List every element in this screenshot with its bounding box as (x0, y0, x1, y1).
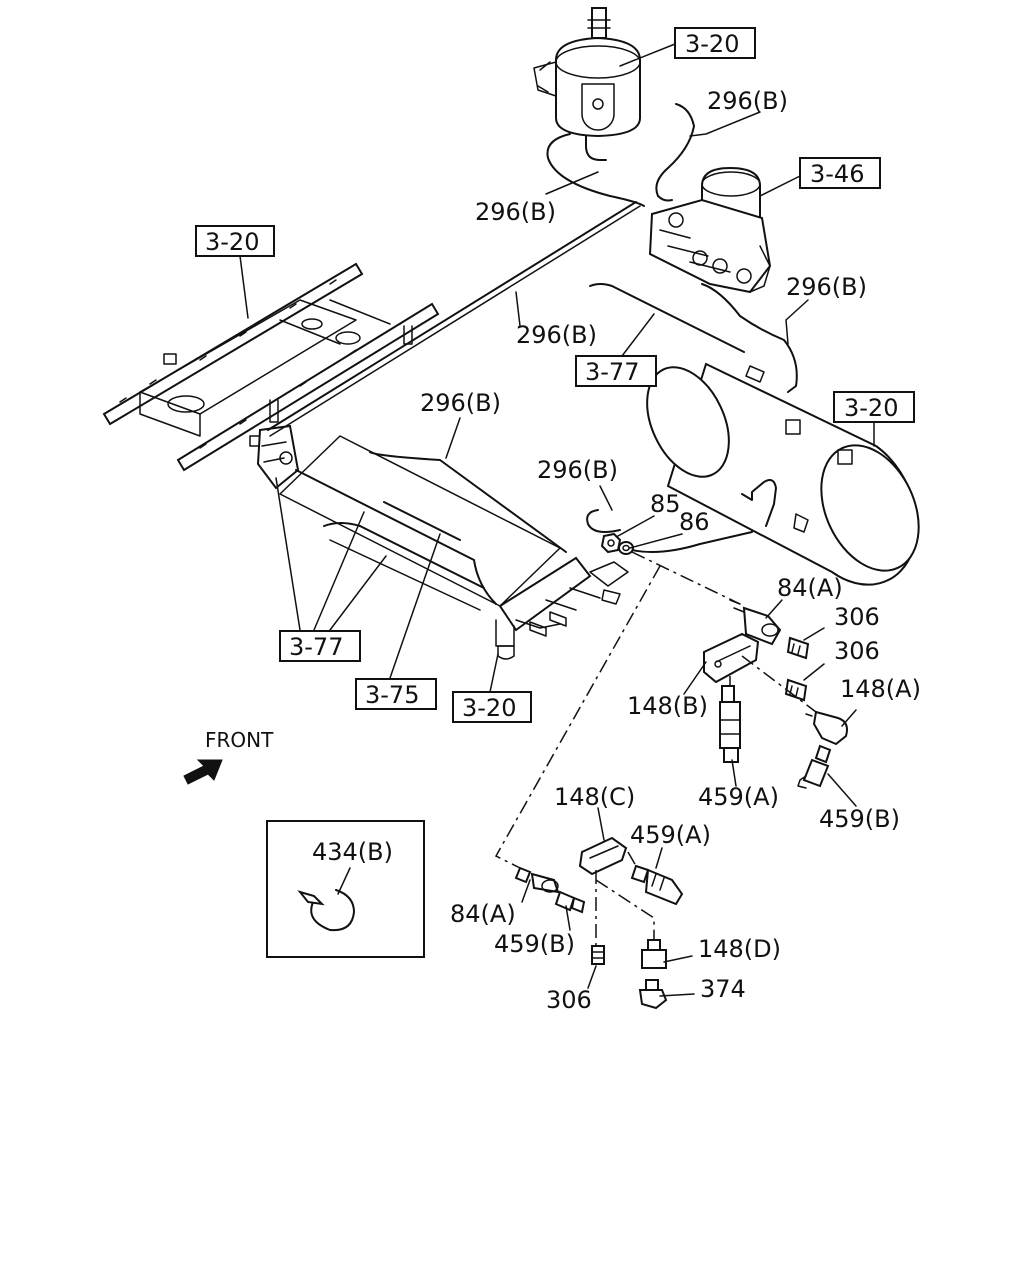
valve-assembly-component[interactable] (648, 166, 772, 294)
ref-box-3-46[interactable]: 3-46 (799, 157, 881, 189)
ref-box-3-20-bottom[interactable]: 3-20 (452, 691, 532, 723)
ref-box-3-20-tank[interactable]: 3-20 (833, 391, 915, 423)
part-label-148c: 148(C) (554, 783, 635, 811)
part-label-296b: 296(B) (786, 273, 867, 301)
valve-block-component[interactable] (256, 424, 629, 660)
part-label-374: 374 (700, 975, 746, 1003)
part-label-306: 306 (834, 637, 880, 665)
leader-lines (239, 43, 875, 997)
sensor-459a-lower[interactable] (630, 864, 684, 906)
fitting-148d[interactable] (641, 939, 667, 969)
elbow-148a[interactable] (805, 710, 848, 746)
ref-label: 3-20 (462, 694, 516, 722)
part-label-85: 85 (650, 490, 681, 518)
plug-306-bottom[interactable] (591, 945, 605, 965)
ref-box-3-20-top[interactable]: 3-20 (674, 27, 756, 59)
assembly-lines (494, 551, 817, 946)
part-label-86: 86 (679, 508, 710, 536)
plug-306-upper[interactable] (786, 636, 810, 660)
part-label-296b: 296(B) (420, 389, 501, 417)
part-label-459a: 459(A) (698, 783, 779, 811)
ref-label: 3-20 (844, 394, 898, 422)
part-label-459a: 459(A) (630, 821, 711, 849)
ref-box-3-77-left[interactable]: 3-77 (279, 630, 361, 662)
part-label-459b: 459(B) (819, 805, 900, 833)
clamp-detail-box (266, 820, 425, 958)
sensor-459b-lower[interactable] (554, 890, 586, 914)
part-label-306: 306 (546, 986, 592, 1014)
pipe-lines[interactable] (267, 103, 798, 611)
sensor-459a-upper[interactable] (719, 685, 741, 763)
ref-label: 3-77 (289, 633, 343, 661)
tee-148b[interactable] (703, 632, 760, 684)
part-label-296b: 296(B) (475, 198, 556, 226)
ref-box-3-20-frame[interactable]: 3-20 (195, 225, 275, 257)
air-tank-component[interactable] (533, 7, 641, 161)
ref-box-3-77-mid[interactable]: 3-77 (575, 355, 657, 387)
ref-box-3-75[interactable]: 3-75 (355, 678, 437, 710)
part-label-84a: 84(A) (777, 574, 843, 602)
ref-label: 3-46 (810, 160, 864, 188)
sensor-459b-upper[interactable] (797, 744, 832, 789)
connector-84a-lower[interactable] (514, 866, 560, 894)
part-label-459b: 459(B) (494, 930, 575, 958)
front-label: FRONT (205, 728, 274, 752)
part-label-296b: 296(B) (516, 321, 597, 349)
fitting-85[interactable] (600, 532, 622, 554)
air-reservoir-component[interactable] (631, 354, 938, 586)
part-label-296b: 296(B) (707, 87, 788, 115)
part-label-296b: 296(B) (537, 456, 618, 484)
part-label-434b: 434(B) (312, 838, 393, 866)
part-label-306: 306 (834, 603, 880, 631)
ref-label: 3-20 (205, 228, 259, 256)
ref-label: 3-75 (365, 681, 419, 709)
part-label-84a: 84(A) (450, 900, 516, 928)
ref-label: 3-77 (585, 358, 639, 386)
part-label-148a: 148(A) (840, 675, 921, 703)
part-label-148d: 148(D) (698, 935, 781, 963)
fitting-374[interactable] (638, 979, 668, 1010)
part-label-148b: 148(B) (627, 692, 708, 720)
tee-148c[interactable] (578, 836, 628, 876)
ref-label: 3-20 (685, 30, 739, 58)
front-arrow-icon (183, 759, 223, 785)
clamp-434b[interactable] (297, 889, 355, 932)
washer-86[interactable] (618, 541, 634, 555)
